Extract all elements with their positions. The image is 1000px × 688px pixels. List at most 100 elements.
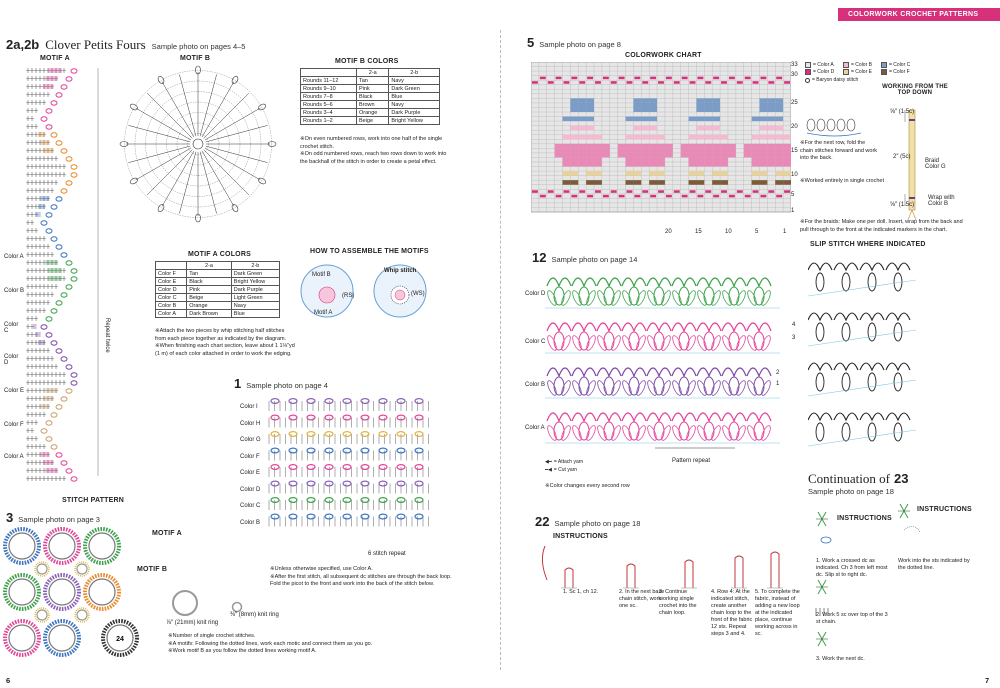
color-label: Color A xyxy=(4,254,24,260)
braids-note: ※For the braids: Make one per doll. Inse… xyxy=(800,219,963,233)
assemble-motif-b: Motif B xyxy=(312,272,331,278)
section-22-title: 22 Sample photo on page 18 xyxy=(535,514,641,529)
row-mark: 1 xyxy=(776,381,780,387)
instruction-step: 1. Sc 1, ch 12. xyxy=(563,589,599,595)
section-22-instructions: INSTRUCTIONS xyxy=(553,533,608,540)
assemble-motif-a: Motif A xyxy=(314,310,333,316)
color-label: Color E xyxy=(240,470,261,476)
fold-note: ※For the next row, fold the chain stitch… xyxy=(800,140,878,161)
color-label: Color D xyxy=(525,291,546,297)
assemble-title: HOW TO ASSEMBLE THE MOTIFS xyxy=(310,248,429,255)
color-label: Color B xyxy=(4,288,25,294)
column-number: 1 xyxy=(783,229,787,235)
section-title: Clover Petits Fours xyxy=(45,37,146,52)
assemble-rs: (RS) xyxy=(342,293,355,299)
color-label: Color F xyxy=(240,453,260,460)
braid-label: Braid Color G xyxy=(925,158,946,170)
colorwork-chart-title: COLORWORK CHART xyxy=(625,52,702,59)
sample-ref: Sample photo on pages 4–5 xyxy=(151,42,246,51)
color-label: Color H xyxy=(240,420,261,427)
color-label: Color F xyxy=(4,422,24,428)
motif-a-colors-title: MOTIF A COLORS xyxy=(188,251,251,258)
row-number: 1 xyxy=(791,208,795,214)
wrap-label: Wrap with Color B xyxy=(928,195,955,207)
chain-fold-diagram xyxy=(806,118,862,137)
section-band: COLORWORK CROCHET PATTERNS xyxy=(838,8,1000,21)
row-mark: 2 xyxy=(776,370,780,376)
assemble-whip: Whip stitch xyxy=(384,268,417,274)
motif-a-label: MOTIF A xyxy=(152,530,182,537)
motif-b-chart xyxy=(119,65,277,223)
section-23-instructions-2: INSTRUCTIONS xyxy=(917,506,972,513)
color-label: Color C xyxy=(240,503,261,509)
color-label: Color I xyxy=(240,404,258,410)
color-swatch xyxy=(805,62,811,68)
assemble-diagram xyxy=(300,264,427,318)
color-label: Color B xyxy=(240,519,261,526)
knit-ring-small xyxy=(231,601,243,613)
color-swatch xyxy=(843,69,849,75)
legend-item: = Color E xyxy=(843,69,877,75)
page-gutter xyxy=(500,30,501,670)
section-2-title: 2a,2b Clover Petits Fours Sample photo o… xyxy=(6,37,245,53)
braid-measure-1: ⅝″ (1.5c) xyxy=(890,109,915,115)
slip-stitch-title: SLIP STITCH WHERE INDICATED xyxy=(810,241,926,248)
stitch-repeat-label: 6 stitch repeat xyxy=(368,551,406,557)
row-number: 10 xyxy=(791,172,798,178)
colorwork-chart xyxy=(531,62,791,213)
legend-item: = Color D xyxy=(805,69,839,75)
motif-b-colors-title: MOTIF B COLORS xyxy=(335,58,399,65)
braid-title: WORKING FROM THE TOP DOWN xyxy=(882,84,948,96)
instruction-step: 4. Row 4: At the indicated stitch, creat… xyxy=(711,589,753,637)
legend-item: = Color F xyxy=(881,69,915,75)
color-label: Color C xyxy=(525,339,546,345)
section-23-instructions-1: INSTRUCTIONS xyxy=(837,515,892,522)
row-number: 15 xyxy=(791,148,798,154)
section-22-steps-diagram xyxy=(541,545,783,589)
color-label: Color E xyxy=(4,388,25,394)
color-swatch xyxy=(881,62,887,68)
column-number: 15 xyxy=(695,229,702,235)
row-number: 25 xyxy=(791,100,798,106)
section-12-title: 12 Sample photo on page 14 xyxy=(532,250,638,265)
colorwork-legend: = Color A= Color B= Color C= Color D= Co… xyxy=(805,62,915,83)
column-number: 5 xyxy=(755,229,759,235)
section-23-step-1: 1. Work a crossed dc as indicated. Ch 3 … xyxy=(816,558,888,578)
section-3-rings: 24 xyxy=(3,527,139,657)
row-number: 20 xyxy=(791,124,798,130)
braid-measure-2: 2″ (5c) xyxy=(893,154,911,160)
section-23-diagram xyxy=(815,503,921,647)
attach-yarn-legend: ◀━= Attach yarn xyxy=(545,459,584,465)
legend-item: = Color A xyxy=(805,62,839,68)
color-label: Color B xyxy=(525,382,546,388)
cut-yarn-icon: ━◀ xyxy=(545,467,552,473)
color-label: Color G xyxy=(240,437,261,443)
section-3-title: 3 Sample photo on page 3 xyxy=(6,510,100,525)
motif-a-chart xyxy=(26,68,99,482)
section-22-steps: 1. Sc 1, ch 12.2. In the next base chain… xyxy=(563,589,803,669)
row-mark: 4 xyxy=(792,322,796,328)
row-number: 5 xyxy=(791,192,795,198)
pattern-repeat-label: Pattern repeat xyxy=(672,458,711,464)
knit-ring-small-label: ⅜″ (8mm) knit ring xyxy=(230,612,279,618)
color-change-note: ※Color changes every second row xyxy=(545,483,630,489)
column-number: 10 xyxy=(725,229,732,235)
page-number-left: 6 xyxy=(6,676,11,685)
section-3-notes: ※Number of single crochet stitches. ※A m… xyxy=(168,633,373,654)
section-1-notes: ※Unless otherwise specified, use Color A… xyxy=(270,566,452,587)
color-swatch xyxy=(843,62,849,68)
motif-b-heading: MOTIF B xyxy=(180,55,211,62)
color-label: Color A xyxy=(525,425,545,431)
assemble-ws: (WS) xyxy=(411,291,425,297)
